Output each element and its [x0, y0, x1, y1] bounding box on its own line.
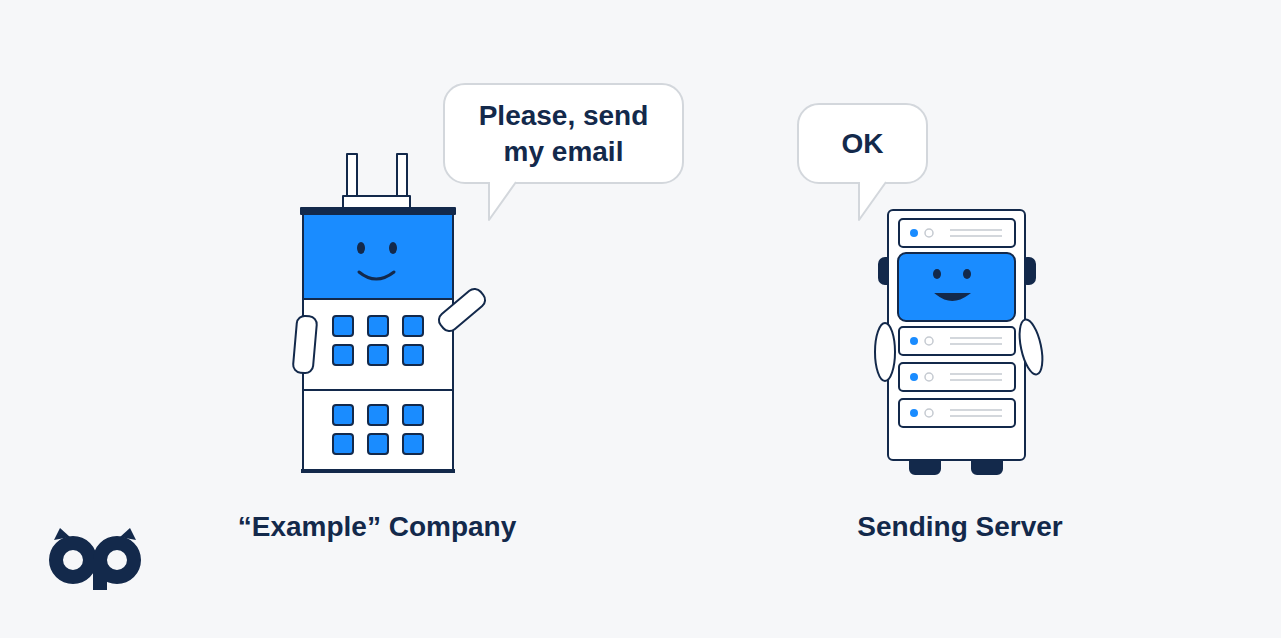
bubble-text: OK	[842, 126, 884, 162]
sending-server	[875, 210, 1047, 474]
company-building	[293, 154, 489, 471]
bubble-tail	[485, 180, 521, 226]
brand-logo	[49, 528, 141, 590]
caption-label: Sending Server	[857, 510, 1062, 544]
bubble-text: Please, send my email	[469, 98, 658, 170]
speech-bubble: Please, send my email	[443, 83, 684, 184]
speech-bubble: OK	[797, 103, 928, 184]
caption-label: “Example” Company	[238, 510, 517, 544]
bubble-tail	[855, 180, 891, 226]
